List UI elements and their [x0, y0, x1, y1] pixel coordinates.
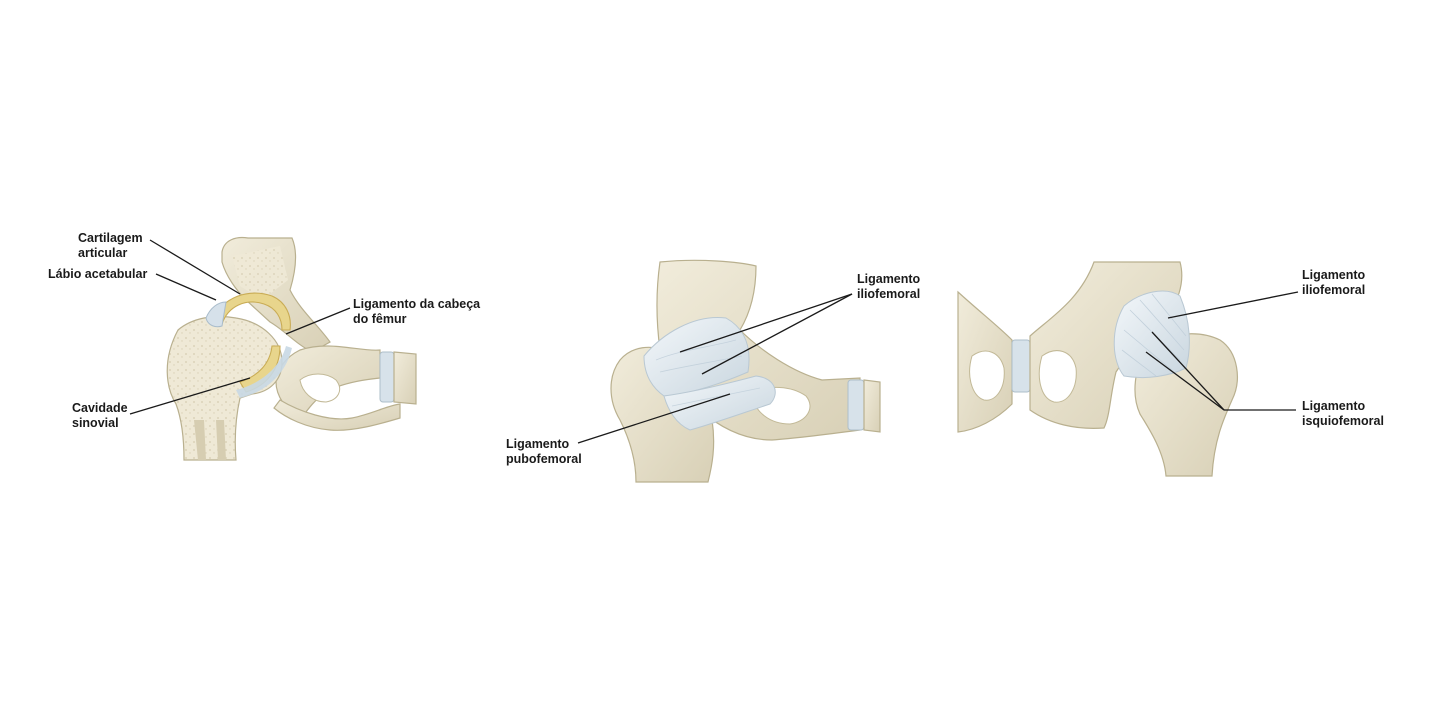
- leader-ligamento-cabeca: [285, 307, 351, 335]
- leader-isquiofemoral-2: [1145, 351, 1225, 411]
- label-line: pubofemoral: [506, 452, 582, 466]
- label-cavidade-sinovial: Cavidade sinovial: [72, 401, 128, 431]
- label-ligamento-pubofemoral: Ligamento pubofemoral: [506, 437, 582, 467]
- label-line: Ligamento: [857, 272, 921, 286]
- label-line: Ligamento: [1302, 268, 1366, 282]
- label-line: Ligamento: [506, 437, 570, 451]
- articular-cartilage: [211, 292, 291, 331]
- leader-cavidade: [129, 377, 251, 415]
- label-ligamento-iliofemoral-anterior: Ligamento iliofemoral: [857, 272, 920, 302]
- label-line: isquiofemoral: [1302, 414, 1384, 428]
- leader-labio: [155, 273, 217, 301]
- synovial-cavity: [236, 346, 292, 398]
- leader-isquiofemoral-1: [1151, 331, 1225, 411]
- leader-cartilagem: [149, 239, 241, 295]
- label-line: iliofemoral: [1302, 283, 1366, 297]
- label-line: iliofemoral: [857, 287, 921, 301]
- pubofemoral-ligament: [663, 375, 776, 431]
- label-line: do fêmur: [353, 312, 407, 326]
- label-line: Lábio acetabular: [48, 267, 148, 281]
- label-ligamento-iliofemoral-posterior: Ligamento iliofemoral: [1302, 268, 1365, 298]
- label-cartilagem-articular: Cartilagem articular: [78, 231, 143, 261]
- label-line: articular: [78, 246, 128, 260]
- label-line: sinovial: [72, 416, 119, 430]
- label-ligamento-isquiofemoral: Ligamento isquiofemoral: [1302, 399, 1384, 429]
- acetabular-labrum: [205, 301, 227, 328]
- label-labio-acetabular: Lábio acetabular: [48, 267, 147, 282]
- label-line: Cavidade: [72, 401, 128, 415]
- leader-iliofemoral-a1: [679, 293, 853, 353]
- leader-iliofemoral-a2: [701, 293, 853, 375]
- label-line: Ligamento da cabeça: [353, 297, 481, 311]
- leader-iliofemoral-p: [1167, 291, 1299, 319]
- label-line: Cartilagem: [78, 231, 143, 245]
- label-ligamento-cabeca-femur: Ligamento da cabeça do fêmur: [353, 297, 480, 327]
- label-line: Ligamento: [1302, 399, 1366, 413]
- leader-pubofemoral: [577, 393, 731, 444]
